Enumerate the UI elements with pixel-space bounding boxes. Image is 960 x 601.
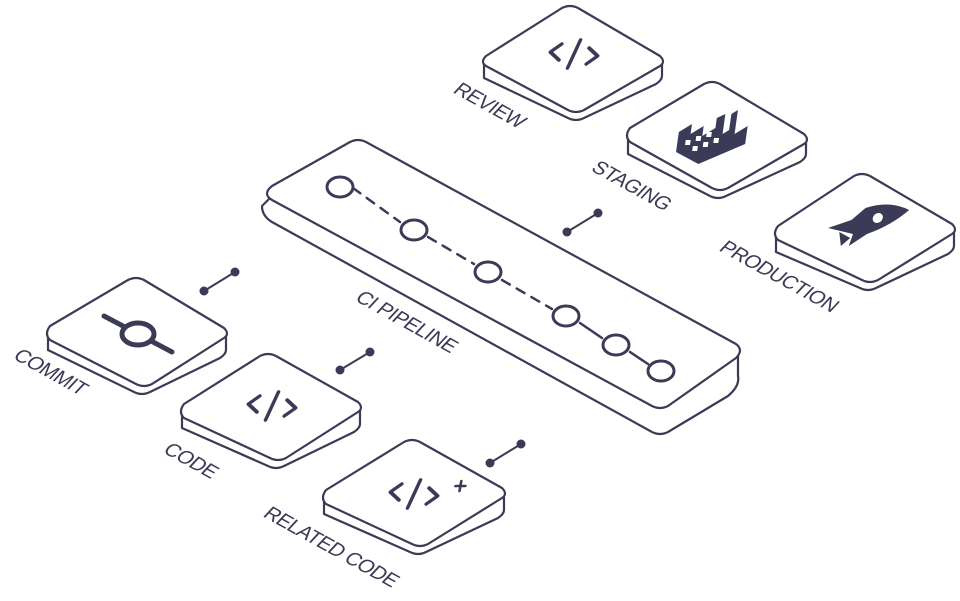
pipeline-stages [325,175,676,383]
rocket-icon [828,204,910,246]
related-code-tile [321,438,507,556]
code-label: CODE [159,439,223,482]
pipeline-stage-4 [551,304,581,328]
code-icon [246,390,298,422]
pipeline-stage-3 [473,260,503,284]
commit-tile [45,276,229,396]
connector-pipeline-staging [562,208,603,237]
pipeline-stage-6 [646,359,676,383]
pipeline-stage-1 [325,175,355,199]
connector-code-pipeline [335,347,375,375]
review-tile [481,4,665,122]
code-tile [179,352,363,470]
code-plus-icon [388,478,467,510]
connector-related-code-pipeline [485,439,526,468]
code-icon [548,38,600,70]
pipeline-stage-5 [601,333,631,357]
pipeline-stage-2 [399,218,429,242]
commit-icon [101,313,175,355]
staging-tile [625,80,809,200]
ci-pipeline-bar [260,138,742,436]
factory-icon [676,110,748,164]
production-tile [773,172,957,292]
connector-commit-pipeline [199,267,240,296]
